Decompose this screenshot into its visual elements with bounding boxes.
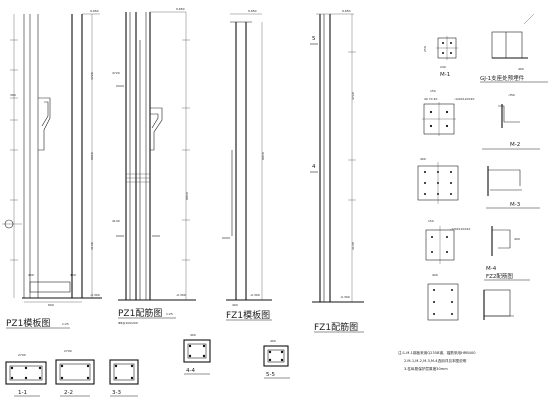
sec1-dim: 2700 — [18, 353, 26, 357]
sec5-dim: 400 — [270, 339, 276, 343]
m2-label: M-2 — [510, 142, 520, 148]
sec2-label: 2-2 — [64, 390, 73, 396]
fz2-title: FZ2配筋图 — [486, 272, 513, 280]
m4-plate: -120X120X10 — [450, 227, 471, 231]
detail-dim: 400 — [432, 273, 438, 277]
pz1-reinf-title: PZ1配筋图 — [118, 307, 162, 319]
pz1r-height: 9950 — [185, 192, 189, 200]
column-width: 400 — [28, 273, 34, 277]
note-2: 2.M-1,M-2,M-3,M-4选用详见本图说明 — [404, 358, 467, 363]
pz1-formwork-view: 9.650 -0.300 300 9950 4720 4130 600 400 … — [2, 9, 102, 329]
sec5-label: 5-5 — [266, 372, 275, 378]
pz1r-dim-b: 4130 — [112, 219, 120, 223]
fz1-formwork-title: FZ1模板图 — [226, 309, 270, 321]
fz1-height: 9950 — [261, 152, 265, 160]
pz1r-dim-a: 4720 — [112, 71, 120, 75]
embedded-part-m2: 150 40 70 40 -120X120X10 -350 M-2 — [422, 89, 540, 150]
m2-plate-spec: -120X120X10 — [454, 97, 475, 101]
pz1r-top-elev: 9.650 — [176, 7, 185, 11]
m1-label: M-1 — [440, 72, 450, 78]
pz1-formwork-scale: 1:25 — [62, 322, 69, 326]
height-upper: 4720 — [90, 72, 94, 80]
note-1: 注:1.M-1钢板采用Q235B钢，锚筋采用HRB400 — [398, 350, 476, 355]
sec2-dim: 2700 — [64, 349, 72, 353]
fz1r-section-5: 5 — [312, 36, 316, 42]
m2-dim-w: 150 — [430, 89, 436, 93]
m3-dim: 400 — [420, 157, 426, 161]
section-ref-label: 300 — [10, 93, 16, 97]
fz1r-dim-b: 4130 — [351, 242, 355, 250]
pz1-reinforcement-view: 9.650 9950 4720 4130 -0.300 PZ1配筋图 1:25 … — [112, 7, 196, 325]
sec4-dim: 400 — [190, 333, 196, 337]
fz1r-top-label: 9.650 — [342, 9, 351, 13]
column-width-2: 450 — [70, 273, 76, 277]
gj1-dim: 400 — [518, 67, 524, 71]
height-dimension: 9950 — [90, 152, 94, 160]
section-1-1: 2700 1-1 — [5, 353, 47, 397]
section-5-5: 400 5-5 — [263, 339, 290, 379]
fz1-bot-label: -0.300 — [250, 293, 260, 297]
fz1-reinf-title: FZ1配筋图 — [314, 321, 358, 333]
fz1r-dim-a: 4720 — [351, 92, 355, 100]
fz1-top-label: 9.650 — [248, 9, 257, 13]
fz1r-section-4: 4 — [312, 164, 316, 170]
fz1-width: 400 — [232, 303, 238, 307]
embedded-part-m1: 250 240 M-1 400 GJ-1支座处预埋件 — [423, 13, 548, 83]
top-elevation-label: 9.650 — [90, 9, 99, 13]
note-3: 3.柱纵筋保护层厚度30mm — [404, 366, 448, 371]
m3-label: M-3 — [510, 202, 521, 208]
gj1-detail-title: GJ-1支座处预埋件 — [480, 74, 525, 82]
m2-dim-parts: 40 70 40 — [424, 97, 437, 101]
fz1r-bot-label: -0.300 — [340, 295, 350, 299]
pz1-reinf-note: Φ8@100/200 — [118, 321, 138, 325]
sec4-label: 4-4 — [186, 368, 195, 374]
m1-width: 240 — [440, 65, 446, 69]
base-width: 600 — [48, 303, 54, 307]
m2-plate2: -350 — [508, 93, 515, 97]
pz1-formwork-title: PZ1模板图 — [6, 317, 50, 329]
m4-dim-w: 150 — [428, 219, 434, 223]
sec3-label: 3-3 — [112, 390, 121, 396]
m4-label: M-4 — [486, 266, 497, 272]
embedded-part-m4: 150 -120X120X10 400 M-4 FZ2配筋图 — [425, 219, 530, 281]
bottom-elevation-label: -0.300 — [90, 293, 100, 297]
general-notes: 注:1.M-1钢板采用Q235B钢，锚筋采用HRB400 2.M-1,M-2,M… — [398, 350, 476, 371]
height-lower: 4130 — [90, 242, 94, 250]
pz1-reinf-scale: 1:25 — [166, 312, 173, 316]
section-4-4: 400 4-4 — [183, 333, 211, 375]
sec1-label: 1-1 — [18, 390, 27, 396]
fz1-formwork-view: 9.650 9950 -0.300 400 FZ1模板图 — [222, 9, 272, 321]
section-2-2: 2700 2-2 — [55, 349, 95, 397]
pz1r-bot-elev: -0.300 — [176, 293, 186, 297]
fz1-reinforcement-view: 9.650 5 4 4720 4130 -0.300 FZ1配筋图 — [310, 9, 364, 333]
m1-height: 250 — [423, 46, 427, 52]
m4-side-dim: 400 — [514, 237, 520, 241]
section-3-3: 3-3 — [109, 359, 139, 397]
embedded-part-m3: 400 M-3 — [417, 157, 540, 209]
bottom-right-details: 400 — [427, 273, 514, 321]
